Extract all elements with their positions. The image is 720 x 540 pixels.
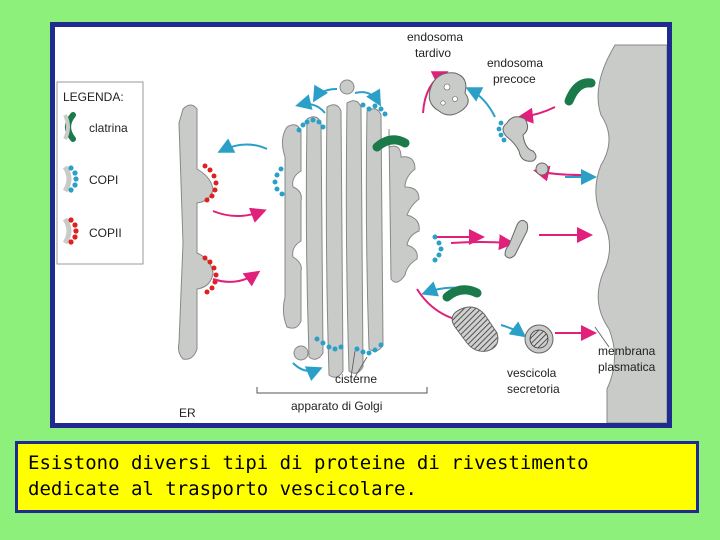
golgi-cisterna-5 — [365, 108, 384, 352]
plasma-membrane: membrana plasmatica — [564, 44, 667, 423]
golgi-trans-network — [388, 128, 420, 283]
legend-item-copi: COPI — [89, 173, 118, 187]
secretory-vesicle-label-line2: secretoria — [507, 382, 560, 396]
vesicle-transport-diagram: LEGENDA: clatrina COPI CO — [56, 30, 667, 423]
late-endosome: endosoma tardivo — [407, 30, 469, 116]
transport-vesicle — [504, 219, 529, 259]
early-endosome-label-line2: precoce — [493, 72, 536, 86]
plasma-membrane-shape — [595, 44, 667, 423]
legend: LEGENDA: clatrina COPI CO — [56, 81, 144, 265]
plasma-membrane-clathrin-coat — [564, 78, 596, 106]
figure-frame: LEGENDA: clatrina COPI CO — [50, 22, 672, 428]
clathrin-vesicle-coat — [442, 285, 482, 302]
membrane-symbol-icon — [63, 114, 70, 140]
copii-symbol-icon — [68, 217, 79, 245]
clathrin-vesicle-body — [451, 306, 499, 352]
golgi-cisterna-3 — [325, 104, 344, 378]
er-label: ER — [179, 406, 196, 420]
early-endosome-copi-coat — [496, 120, 507, 143]
clathrin-coated-vesicle — [442, 285, 499, 352]
golgi-vesicle-bottom — [293, 345, 309, 361]
golgi-clathrin-coat — [372, 135, 410, 152]
er-shape — [178, 104, 214, 360]
copi-symbol-icon — [68, 165, 79, 193]
legend-title: LEGENDA: — [63, 90, 124, 104]
cisterne-label: cisterne — [335, 372, 377, 386]
legend-item-clatrina: clatrina — [89, 121, 128, 135]
er-copii-coat-bottom — [202, 255, 219, 295]
secretory-vesicle-content — [529, 329, 549, 349]
membrane-symbol-icon — [62, 217, 72, 245]
legend-item-copii: COPII — [89, 226, 122, 240]
membrane-label-line2: plasmatica — [598, 360, 656, 374]
late-endosome-label-line2: tardivo — [415, 46, 451, 60]
early-endosome-shape — [502, 116, 537, 162]
golgi-copi-coat-bottom — [314, 336, 384, 356]
caption-box: Esistono diversi tipi di proteine di riv… — [15, 441, 699, 513]
early-endosome-vesicle — [535, 162, 549, 176]
er-copii-coat-top — [202, 163, 219, 203]
early-endosome-label-line1: endosoma — [487, 56, 543, 70]
golgi-vesicle-top — [339, 79, 355, 95]
golgi-copi-coat-right — [432, 234, 444, 263]
golgi-cisterna-2 — [305, 116, 324, 360]
golgi-apparatus: cisterne apparato di Golgi — [256, 79, 444, 413]
legend-copii: COPII — [62, 217, 122, 245]
caption-text: Esistono diversi tipi di proteine di riv… — [28, 452, 589, 500]
late-endosome-shape — [428, 72, 469, 116]
endoplasmic-reticulum: ER — [178, 104, 219, 420]
secretory-vesicle-label-line1: vescicola — [507, 366, 557, 380]
transport-arrows — [212, 71, 597, 382]
golgi-bracket — [256, 387, 428, 394]
legend-copi: COPI — [62, 165, 118, 193]
membrane-label-line1: membrana — [598, 344, 656, 358]
golgi-copi-coat-left — [272, 166, 285, 197]
secretory-vesicle: vescicola secretoria — [507, 324, 560, 396]
late-endosome-label-line1: endosoma — [407, 30, 463, 44]
legend-clathrin: clatrina — [63, 112, 128, 142]
early-endosome: endosoma precoce — [487, 56, 549, 176]
membrane-symbol-icon — [62, 165, 72, 193]
golgi-cisterna-4 — [345, 100, 364, 374]
golgi-label: apparato di Golgi — [291, 399, 382, 413]
golgi-cis-cisterna — [281, 124, 302, 329]
